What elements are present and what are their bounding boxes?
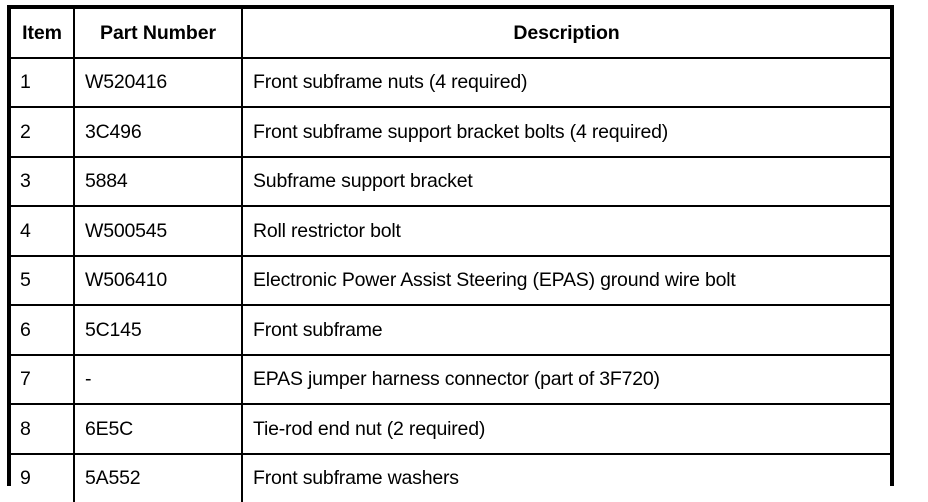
cell-part-number: 3C496 xyxy=(74,107,242,157)
table-header: Item Part Number Description xyxy=(11,9,890,58)
cell-item: 6 xyxy=(11,305,74,355)
table-row: 1 W520416 Front subframe nuts (4 require… xyxy=(11,58,890,108)
cell-description: Front subframe washers xyxy=(242,454,890,502)
cell-part-number: W500545 xyxy=(74,206,242,256)
parts-legend-table: Item Part Number Description 1 W520416 F… xyxy=(11,9,890,502)
cell-description: Electronic Power Assist Steering (EPAS) … xyxy=(242,256,890,306)
column-header-part-number: Part Number xyxy=(74,9,242,58)
table-header-row: Item Part Number Description xyxy=(11,9,890,58)
table-row: 8 6E5C Tie-rod end nut (2 required) xyxy=(11,404,890,454)
cell-part-number: 5C145 xyxy=(74,305,242,355)
cell-part-number: 5884 xyxy=(74,157,242,207)
table-row: 7 - EPAS jumper harness connector (part … xyxy=(11,355,890,405)
cell-description: Front subframe xyxy=(242,305,890,355)
cell-description: Roll restrictor bolt xyxy=(242,206,890,256)
cell-item: 4 xyxy=(11,206,74,256)
table-row: 5 W506410 Electronic Power Assist Steeri… xyxy=(11,256,890,306)
cell-description: Front subframe support bracket bolts (4 … xyxy=(242,107,890,157)
cell-item: 7 xyxy=(11,355,74,405)
parts-table-container: Item Part Number Description 1 W520416 F… xyxy=(7,5,894,486)
table-row: 2 3C496 Front subframe support bracket b… xyxy=(11,107,890,157)
table-row: 3 5884 Subframe support bracket xyxy=(11,157,890,207)
cell-item: 9 xyxy=(11,454,74,502)
cell-item: 2 xyxy=(11,107,74,157)
cell-item: 1 xyxy=(11,58,74,108)
column-header-description: Description xyxy=(242,9,890,58)
cell-part-number: W520416 xyxy=(74,58,242,108)
cell-item: 5 xyxy=(11,256,74,306)
cell-description: Subframe support bracket xyxy=(242,157,890,207)
cell-part-number: 6E5C xyxy=(74,404,242,454)
table-row: 4 W500545 Roll restrictor bolt xyxy=(11,206,890,256)
cell-part-number: 5A552 xyxy=(74,454,242,502)
cell-description: EPAS jumper harness connector (part of 3… xyxy=(242,355,890,405)
table-row: 9 5A552 Front subframe washers xyxy=(11,454,890,502)
cell-part-number: W506410 xyxy=(74,256,242,306)
table-row: 6 5C145 Front subframe xyxy=(11,305,890,355)
cell-item: 3 xyxy=(11,157,74,207)
cell-description: Tie-rod end nut (2 required) xyxy=(242,404,890,454)
cell-item: 8 xyxy=(11,404,74,454)
column-header-item: Item xyxy=(11,9,74,58)
table-body: 1 W520416 Front subframe nuts (4 require… xyxy=(11,58,890,502)
cell-description: Front subframe nuts (4 required) xyxy=(242,58,890,108)
cell-part-number: - xyxy=(74,355,242,405)
